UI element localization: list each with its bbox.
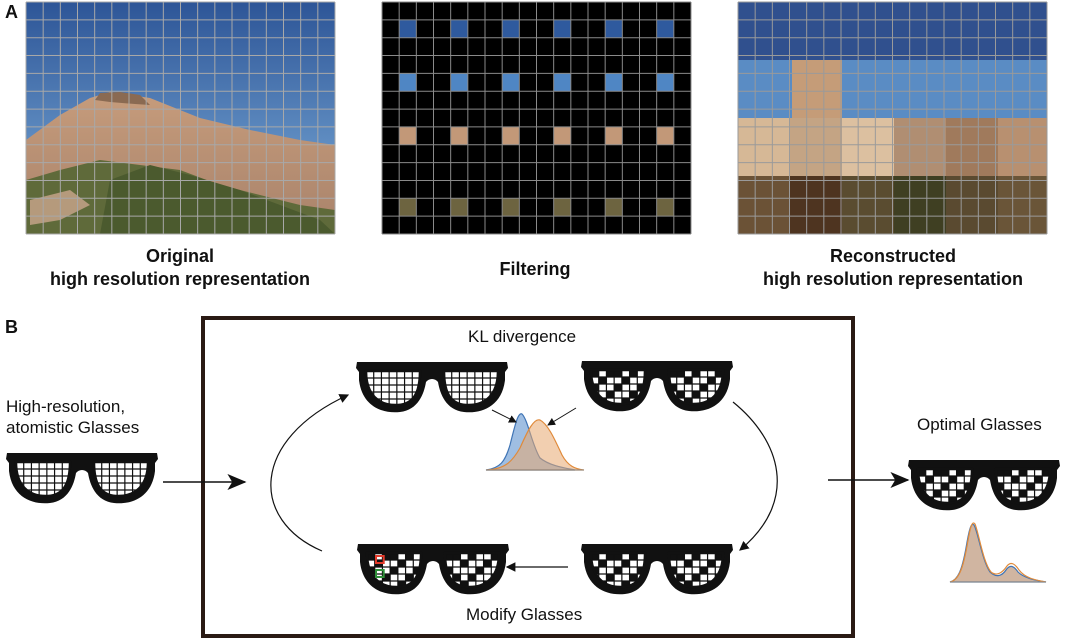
caption-original-line2: high resolution representation (49, 269, 311, 289)
optimal-glasses-label: Optimal Glasses (917, 415, 1042, 434)
caption-original: Original high resolution representation (20, 245, 340, 291)
removed-cell-highlight (375, 555, 385, 564)
kl-divergence-label: KL divergence (468, 327, 577, 346)
glasses-coarse-top (581, 361, 733, 412)
kl-distribution-plot (485, 413, 585, 471)
caption-reconstructed: Reconstructed high resolution representa… (728, 245, 1058, 291)
process-frame (201, 316, 855, 638)
optimal-glasses (908, 460, 1060, 511)
caption-reconstructed-line1: Reconstructed (829, 246, 957, 266)
glasses-modified (357, 544, 509, 595)
input-glasses-label-line1: High-resolution, (6, 397, 126, 416)
cycle-arrow-right (732, 401, 778, 551)
input-glasses (6, 453, 158, 504)
glasses-coarse-bottom (581, 544, 733, 595)
glasses-high-res (356, 362, 508, 413)
optimal-distribution-plot (949, 522, 1047, 583)
caption-filtering: Filtering (499, 259, 571, 279)
kl-pointer-left (491, 409, 517, 423)
panel-b-letter: B (5, 317, 18, 337)
caption-reconstructed-line2: high resolution representation (762, 269, 1024, 289)
modify-glasses-label: Modify Glasses (466, 605, 583, 624)
kl-pointer-right (547, 407, 577, 426)
added-cell-highlight (375, 569, 385, 578)
input-glasses-label-line2: atomistic Glasses (6, 418, 140, 437)
cycle-arrow-left (270, 394, 350, 552)
input-glasses-label: High-resolution, atomistic Glasses (6, 396, 176, 438)
panel-a-letter: A (5, 2, 18, 22)
caption-original-line1: Original (145, 246, 214, 266)
